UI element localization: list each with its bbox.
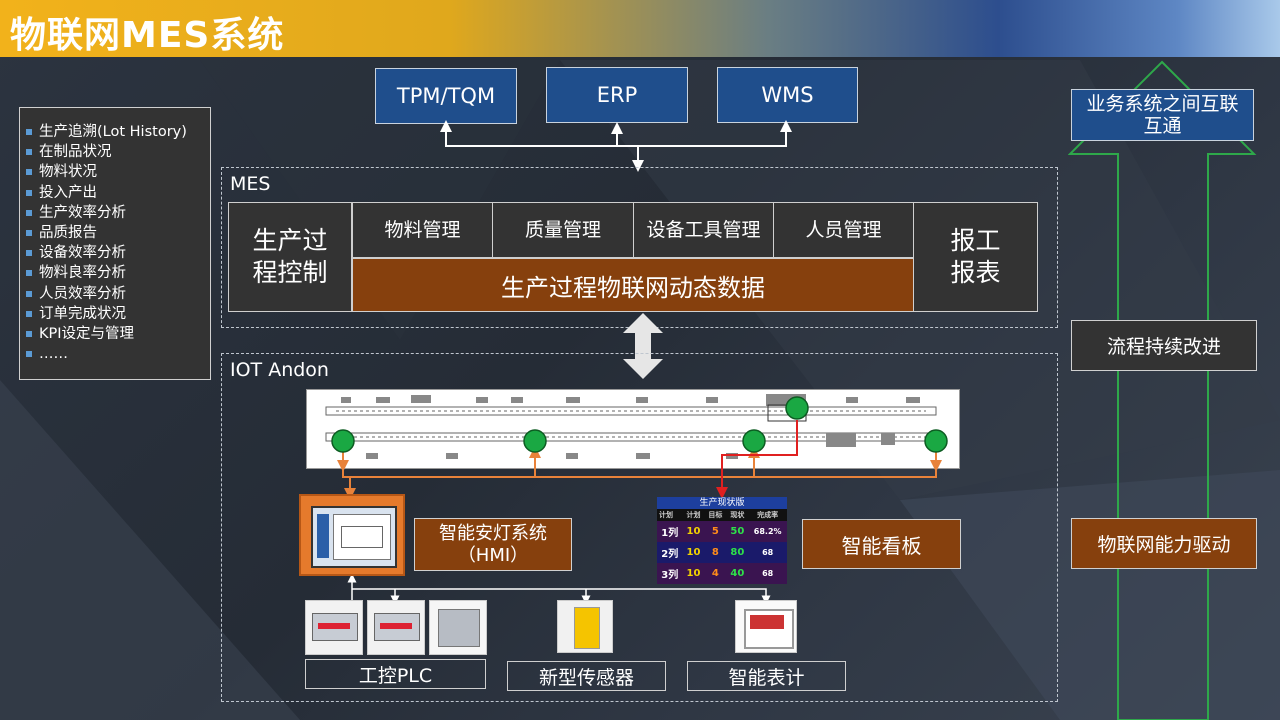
iot-area — [221, 353, 1058, 702]
system-label-wms: WMS — [761, 83, 814, 107]
device-label-sensor: 新型传感器 — [507, 661, 666, 691]
system-label-erp: ERP — [596, 83, 638, 107]
feature-item: 物料状况 — [26, 162, 210, 182]
device-label-sensor-text: 新型传感器 — [538, 666, 634, 689]
board-row: 3列 10 4 40 68 — [657, 563, 787, 584]
mes-report-label: 报工报表 — [950, 226, 1001, 287]
kanban-label-box: 智能看板 — [802, 519, 961, 569]
feature-item: 生产追溯(Lot History) — [26, 122, 210, 142]
board-title: 生产现状版 — [657, 497, 787, 509]
hmi-device-image — [299, 494, 405, 576]
board-row: 2列 10 8 80 68 — [657, 542, 787, 563]
feature-item: KPI设定与管理 — [26, 324, 210, 344]
mes-data-bar: 生产过程物联网动态数据 — [352, 258, 914, 312]
mes-data-bar-label: 生产过程物联网动态数据 — [501, 273, 765, 302]
feature-item: 设备效率分析 — [26, 243, 210, 263]
mes-module-equipment: 设备工具管理 — [633, 202, 774, 258]
board-cell-plan: 10 — [686, 568, 701, 579]
device-label-meter: 智能表计 — [687, 661, 846, 691]
mes-module-equipment-label: 设备工具管理 — [646, 219, 761, 241]
board-cell-rate: 68 — [762, 569, 774, 578]
page-title: 物联网MES系统 — [10, 15, 285, 56]
board-header-cell: 完成率 — [757, 511, 779, 519]
board-header-cell: 目标 — [708, 511, 723, 519]
hmi-screen — [311, 506, 397, 568]
mes-module-quality: 质量管理 — [492, 202, 634, 258]
mes-module-material: 物料管理 — [352, 202, 493, 258]
board-header-cell: 现状 — [730, 511, 745, 519]
device-label-plc-text: 工控PLC — [358, 664, 433, 687]
mes-module-material-label: 物料管理 — [384, 219, 461, 241]
system-label-tpm: TPM/TQM — [396, 84, 496, 108]
mes-label: MES — [230, 173, 271, 195]
interconnect-label: 业务系统之间互联互通 — [1086, 93, 1239, 137]
up-arrow-icon — [1068, 60, 1257, 720]
board-cell-rate: 68.2% — [753, 527, 782, 536]
board-cell-actual: 80 — [730, 547, 745, 558]
plc-image-3 — [429, 600, 487, 655]
system-box-wms: WMS — [717, 67, 858, 123]
board-cell-plan: 10 — [686, 526, 701, 537]
mes-module-personnel: 人员管理 — [773, 202, 914, 258]
system-box-tpm: TPM/TQM — [375, 68, 517, 124]
plc-device-images — [305, 600, 487, 655]
device-label-meter-text: 智能表计 — [728, 666, 805, 689]
feature-item: …… — [26, 344, 210, 364]
drive-label: 物联网能力驱动 — [1097, 534, 1231, 556]
board-cell-actual: 50 — [730, 526, 745, 537]
feature-list: 生产追溯(Lot History)在制品状况物料状况投入产出生产效率分析品质报告… — [19, 107, 211, 380]
board-cell-actual: 40 — [730, 568, 745, 579]
hmi-label-box: 智能安灯系统（HMI） — [414, 518, 572, 571]
board-cell-plan: 10 — [686, 547, 701, 558]
board-cell-line: 2列 — [661, 549, 679, 560]
mes-process-control-label: 生产过程控制 — [252, 226, 328, 287]
board-header-row: 计划计划目标现状完成率 — [657, 509, 787, 521]
board-cell-target: 8 — [711, 547, 719, 558]
improve-label: 流程持续改进 — [1106, 336, 1221, 358]
plc-image-2 — [367, 600, 425, 655]
board-row: 1列 10 5 50 68.2% — [657, 521, 787, 542]
system-box-erp: ERP — [546, 67, 688, 123]
interconnect-box: 业务系统之间互联互通 — [1071, 89, 1254, 141]
kanban-label: 智能看板 — [841, 533, 922, 558]
board-cell-line: 1列 — [661, 528, 679, 539]
feature-item: 品质报告 — [26, 223, 210, 243]
factory-floor-plan — [306, 389, 960, 469]
feature-item: 投入产出 — [26, 183, 210, 203]
mes-module-personnel-label: 人员管理 — [805, 219, 882, 241]
mes-process-control: 生产过程控制 — [228, 202, 352, 312]
plc-image-1 — [305, 600, 363, 655]
board-cell-rate: 68 — [762, 548, 774, 557]
title-bar — [0, 0, 1280, 57]
board-corner-cell: 计划 — [659, 511, 673, 519]
board-cell-line: 3列 — [661, 570, 679, 581]
board-cell-target: 5 — [711, 526, 719, 537]
mes-report: 报工报表 — [913, 202, 1038, 312]
feature-item: 生产效率分析 — [26, 203, 210, 223]
iot-label: IOT Andon — [230, 359, 329, 381]
feature-item: 物料良率分析 — [26, 263, 210, 283]
sensor-device-image — [557, 600, 613, 653]
board-cell-target: 4 — [711, 568, 719, 579]
mes-module-quality-label: 质量管理 — [524, 219, 601, 241]
meter-device-image — [735, 600, 797, 653]
feature-item: 订单完成状况 — [26, 304, 210, 324]
board-header-cell: 计划 — [686, 511, 701, 519]
double-arrow-icon — [623, 313, 663, 379]
device-label-plc: 工控PLC — [305, 659, 486, 689]
improve-box: 流程持续改进 — [1071, 320, 1257, 371]
hmi-label: 智能安灯系统（HMI） — [439, 522, 547, 566]
feature-item: 在制品状况 — [26, 142, 210, 162]
drive-box: 物联网能力驱动 — [1071, 518, 1257, 569]
feature-item: 人员效率分析 — [26, 284, 210, 304]
